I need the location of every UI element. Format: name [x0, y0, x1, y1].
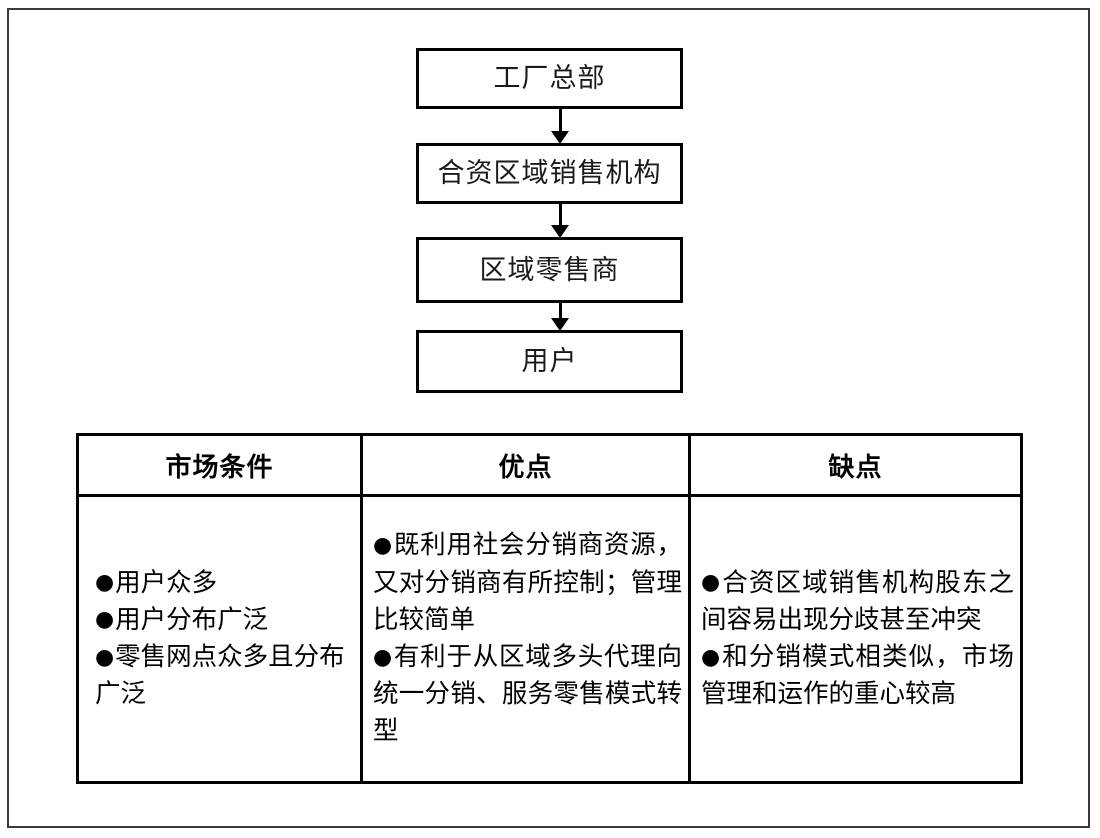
list-item: ●用户分布广泛 — [95, 602, 350, 639]
list-item: ●有利于从区域多头代理向统一分销、服务零售模式转型 — [373, 639, 682, 751]
flow-node-label: 合资区域销售机构 — [437, 158, 662, 189]
list-item: ●合资区域销售机构股东之间容易出现分歧甚至冲突 — [701, 565, 1014, 639]
flow-node-user: 用户 — [416, 330, 683, 393]
bullet-icon: ● — [95, 607, 115, 633]
list-item-text: 合资区域销售机构股东之间容易出现分歧甚至冲突 — [701, 567, 1014, 635]
list-item-text: 有利于从区域多头代理向统一分销、服务零售模式转型 — [373, 642, 682, 747]
arrow-down-icon — [549, 303, 571, 331]
bullet-icon: ● — [95, 570, 115, 596]
list-item-text: 既利用社会分销商资源，又对分销商有所控制；管理比较简单 — [373, 530, 682, 635]
cell-advantages: ●既利用社会分销商资源，又对分销商有所控制；管理比较简单 ●有利于从区域多头代理… — [360, 494, 691, 784]
distribution-flowchart: 工厂总部 合资区域销售机构 区域零售商 用户 — [416, 40, 686, 393]
list-item: ●和分销模式相类似，市场管理和运作的重心较高 — [701, 639, 1014, 713]
flow-node-joint-venture-regional-sales: 合资区域销售机构 — [416, 143, 683, 204]
list-item-text: 和分销模式相类似，市场管理和运作的重心较高 — [701, 642, 1014, 710]
list-item-text: 用户分布广泛 — [115, 604, 269, 635]
list-item: ●用户众多 — [95, 565, 350, 602]
cell-disadvantages: ●合资区域销售机构股东之间容易出现分歧甚至冲突 ●和分销模式相类似，市场管理和运… — [688, 494, 1023, 784]
cell-market-conditions: ●用户众多 ●用户分布广泛 ●零售网点众多且分布广泛 — [76, 494, 363, 784]
arrow-head — [551, 318, 569, 331]
bullet-icon: ● — [701, 644, 721, 670]
comparison-table: 市场条件 优点 缺点 ●用户众多 ●用户分布广泛 ●零售网点众多且分布广泛 ●既… — [76, 433, 1023, 784]
flow-node-factory-hq: 工厂总部 — [416, 48, 683, 109]
flow-node-label: 区域零售商 — [479, 254, 620, 286]
arrow-shaft — [558, 204, 562, 226]
bullet-icon: ● — [373, 533, 393, 559]
arrow-head — [551, 225, 569, 238]
list-item-text: 用户众多 — [115, 567, 218, 598]
column-header-market-conditions: 市场条件 — [76, 433, 363, 497]
advantages-list: ●既利用社会分销商资源，又对分销商有所控制；管理比较简单 ●有利于从区域多头代理… — [363, 527, 688, 750]
page-frame: 工厂总部 合资区域销售机构 区域零售商 用户 — [7, 8, 1090, 828]
arrow-shaft — [558, 109, 562, 132]
table-row: ●用户众多 ●用户分布广泛 ●零售网点众多且分布广泛 ●既利用社会分销商资源，又… — [76, 494, 1023, 784]
arrow-down-icon — [549, 204, 571, 238]
list-item-text: 零售网点众多且分布广泛 — [95, 642, 345, 710]
flow-node-label: 工厂总部 — [493, 63, 606, 94]
bullet-icon: ● — [701, 570, 721, 596]
disadvantages-list: ●合资区域销售机构股东之间容易出现分歧甚至冲突 ●和分销模式相类似，市场管理和运… — [691, 565, 1020, 714]
market-conditions-list: ●用户众多 ●用户分布广泛 ●零售网点众多且分布广泛 — [79, 565, 360, 714]
list-item: ●既利用社会分销商资源，又对分销商有所控制；管理比较简单 — [373, 527, 682, 639]
flow-node-regional-retailer: 区域零售商 — [416, 237, 683, 303]
bullet-icon: ● — [95, 644, 115, 670]
arrow-down-icon — [549, 109, 571, 144]
list-item: ●零售网点众多且分布广泛 — [95, 639, 350, 713]
column-header-advantages: 优点 — [360, 433, 691, 497]
column-header-disadvantages: 缺点 — [688, 433, 1023, 497]
table-header-row: 市场条件 优点 缺点 — [76, 433, 1023, 497]
arrow-shaft — [558, 303, 562, 319]
arrow-head — [551, 131, 569, 144]
bullet-icon: ● — [373, 644, 393, 670]
flow-node-label: 用户 — [521, 346, 578, 377]
